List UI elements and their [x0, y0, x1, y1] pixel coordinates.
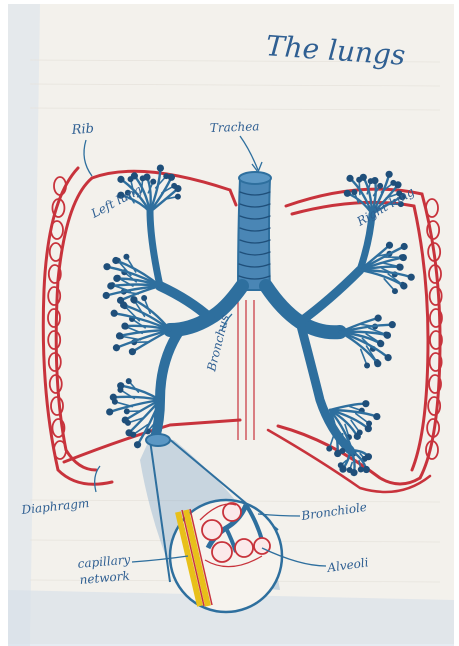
alveolus-dot	[107, 282, 114, 289]
alveolus-dot	[375, 315, 382, 322]
alveolus-dot	[364, 362, 370, 368]
alveolus-dot	[110, 394, 117, 401]
alveolus-dot	[377, 340, 384, 347]
alveolus-dot	[344, 190, 351, 197]
alveolus-dot	[126, 378, 132, 384]
alveolus-dot	[116, 332, 123, 339]
alveolus-dot	[401, 243, 408, 250]
alveolus-dot	[389, 321, 396, 328]
label-rib: Rib	[70, 121, 94, 138]
alveolus-dot	[122, 416, 129, 423]
alveolus-dot	[168, 174, 175, 181]
alveolus-dot	[374, 360, 381, 367]
alveolus-dot	[358, 466, 364, 472]
alveolus-dot	[365, 425, 372, 432]
alveolus-dot	[134, 441, 141, 448]
alveolus-dot	[129, 348, 136, 355]
alveolus-dot	[113, 275, 120, 282]
alveolus-dot	[362, 400, 369, 407]
label-trachea: Trachea	[210, 119, 260, 135]
alveolus-dot	[394, 181, 401, 188]
alveolus-dot	[347, 467, 353, 473]
alveolus-dot	[123, 254, 129, 260]
alveolus-dot	[400, 282, 407, 289]
alveolus-dot	[117, 176, 124, 183]
alveolus-dot	[174, 185, 181, 192]
alveolus-dot	[386, 242, 393, 249]
alveolus-dot	[346, 175, 353, 182]
alveolus-dot	[121, 322, 128, 329]
alveolus-dot	[384, 332, 391, 339]
alveolus-dot	[112, 257, 119, 264]
alveolus-dot	[124, 408, 130, 414]
alveolus-dot	[354, 433, 361, 440]
alveolus-dot	[131, 172, 138, 179]
alveolus-dot	[113, 344, 120, 351]
alveolus-dot	[400, 254, 407, 261]
alveolus-dot	[334, 450, 341, 457]
alveolus-dot	[130, 296, 137, 303]
alveolus-dot	[392, 288, 398, 294]
alveolus-dot	[103, 292, 110, 299]
alveolus-dot	[377, 183, 383, 189]
alveolus-dot	[338, 462, 344, 468]
alveolus-dot	[371, 177, 378, 184]
alveolus-dot	[141, 295, 147, 301]
alveolus-dot	[396, 264, 403, 271]
alveolus-dot	[326, 446, 332, 452]
alveolus-dot	[150, 179, 156, 185]
alveolus-dot	[360, 174, 367, 181]
alveolus-dot	[157, 164, 164, 171]
alveolus-dot	[117, 382, 124, 389]
alveolus-dot	[103, 263, 110, 270]
alveolus-dot	[351, 189, 357, 195]
alveolus-dot	[175, 194, 181, 200]
alveolus-dot	[373, 413, 380, 420]
alveolus-dot	[120, 301, 127, 308]
alveolus-dot	[111, 310, 118, 317]
alveolus-dot	[143, 173, 150, 180]
alveolus-dot	[386, 171, 393, 178]
alveolus-dot	[106, 408, 113, 415]
bronchiole-end	[146, 434, 170, 446]
alveolus-dot	[408, 274, 415, 281]
alveolus-dot	[385, 354, 392, 361]
alveolus-dot	[363, 466, 370, 473]
alveolus-dot	[125, 429, 132, 436]
